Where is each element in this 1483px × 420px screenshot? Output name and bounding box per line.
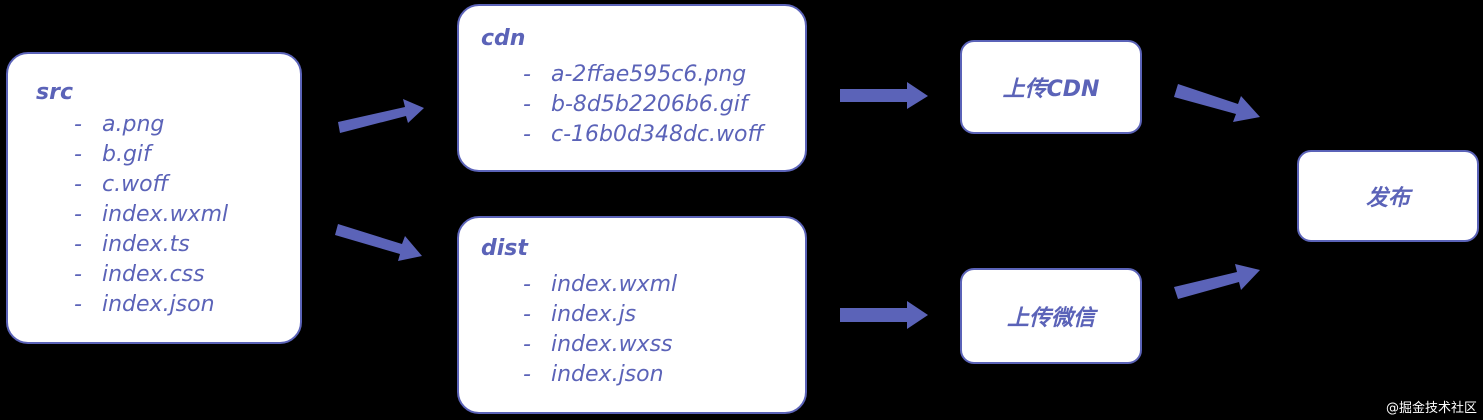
upload-cdn-node: 上传CDN [960,40,1142,134]
src-box: src -a.png -b.gif -c.woff -index.wxml -i… [6,52,302,344]
list-item: -a.png [74,112,165,137]
list-item: -a-2ffae595c6.png [523,62,747,87]
dist-file-list: -index.wxml -index.js -index.wxss -index… [523,270,677,390]
list-item: -b.gif [74,142,151,167]
list-item: -index.css [74,262,205,287]
dist-title: dist [481,236,528,261]
arrow-upload-cdn-to-publish [1174,84,1260,122]
list-item: -index.json [74,292,215,317]
cdn-file-list: -a-2ffae595c6.png -b-8d5b2206b6.gif -c-1… [523,60,763,150]
list-item: -b-8d5b2206b6.gif [523,92,748,117]
list-item: -c.woff [74,172,169,197]
list-item: -index.wxss [523,332,673,357]
cdn-title: cdn [481,26,526,51]
arrow-src-to-cdn [338,99,424,133]
cdn-box: cdn -a-2ffae595c6.png -b-8d5b2206b6.gif … [457,4,807,172]
list-item: -index.js [523,302,637,327]
list-item: -index.json [523,362,664,387]
arrow-upload-wechat-to-publish [1174,264,1260,299]
list-item: -index.ts [74,232,190,257]
arrow-src-to-dist [335,224,422,261]
list-item: -index.wxml [74,202,229,227]
src-file-list: -a.png -b.gif -c.woff -index.wxml -index… [74,110,228,320]
upload-wechat-node: 上传微信 [960,268,1142,364]
publish-node: 发布 [1297,150,1479,242]
list-item: -c-16b0d348dc.woff [523,122,764,147]
arrow-dist-to-upload [840,301,928,329]
watermark: @掘金技术社区 [1385,401,1477,416]
list-item: -index.wxml [523,272,678,297]
arrow-cdn-to-upload [840,82,928,109]
dist-box: dist -index.wxml -index.js -index.wxss -… [457,216,807,414]
src-title: src [36,80,73,105]
